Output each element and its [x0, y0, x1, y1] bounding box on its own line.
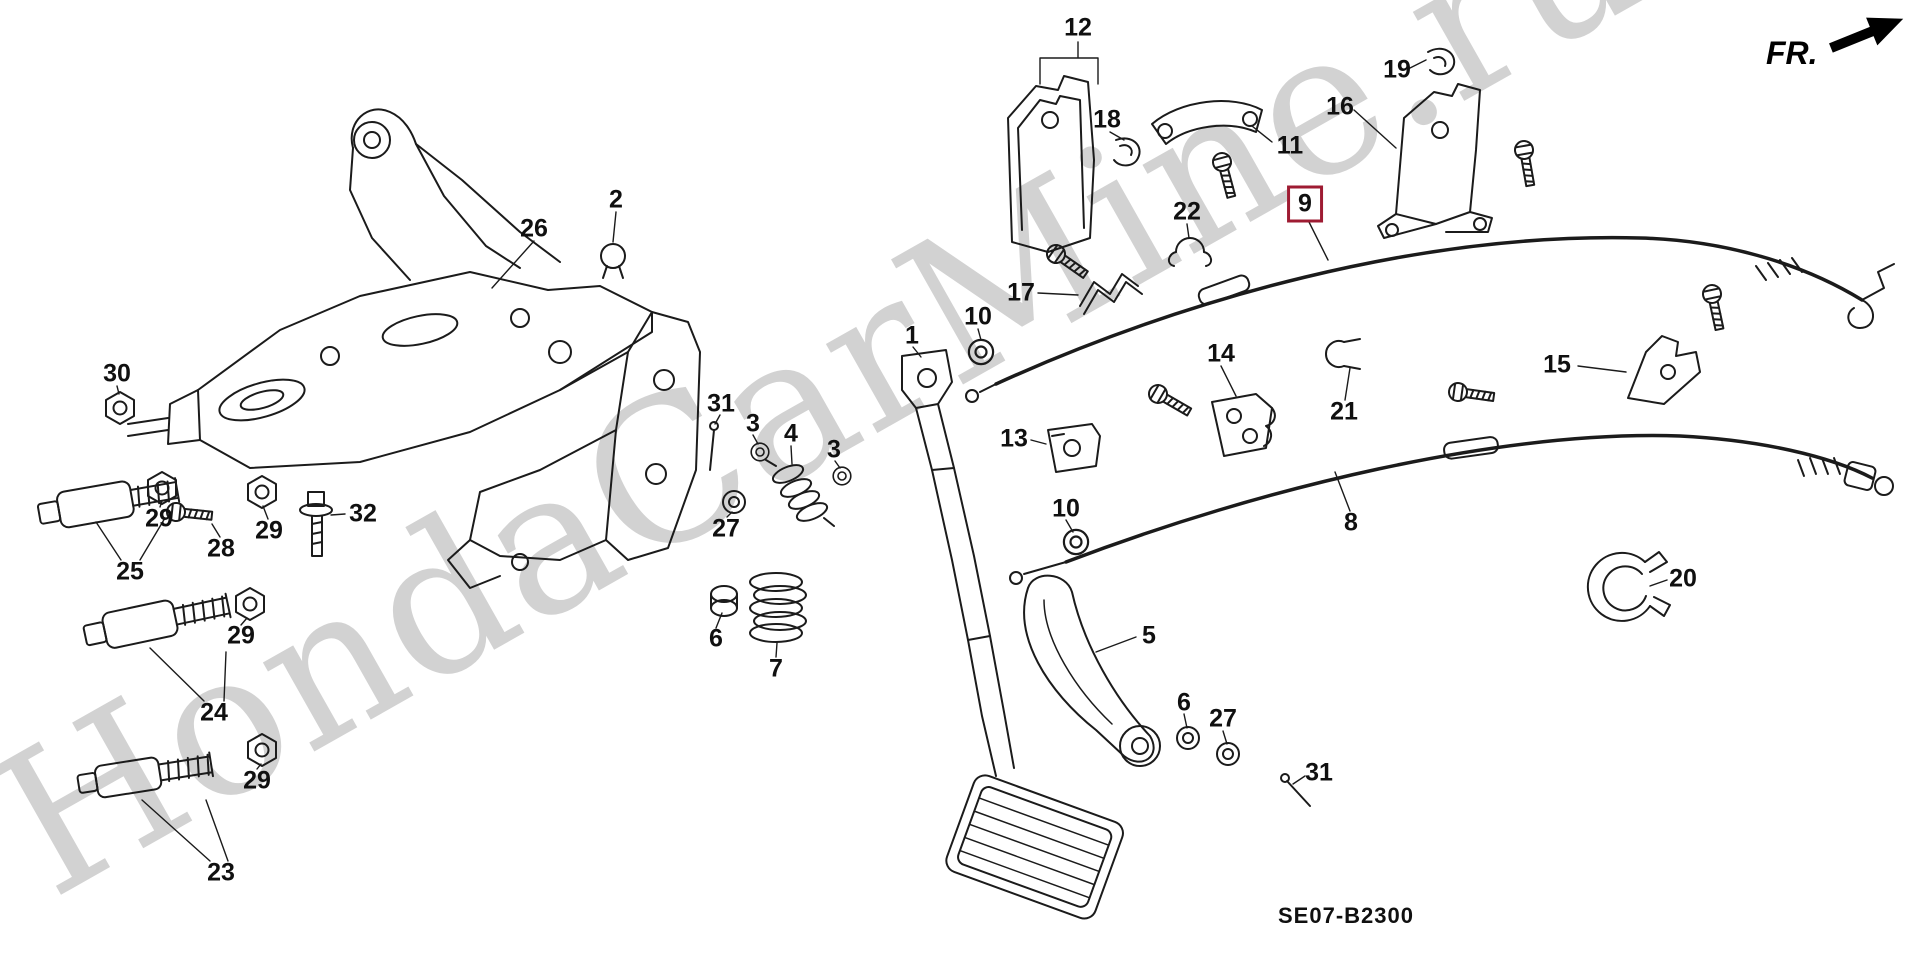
part-label-13[interactable]: 13	[1000, 424, 1028, 453]
part-16-bracket	[1377, 83, 1493, 239]
part-label-1[interactable]: 1	[905, 321, 919, 350]
part-label-6[interactable]: 6	[709, 624, 723, 653]
part-11-bracket	[1151, 100, 1263, 145]
part-label-10[interactable]: 10	[964, 302, 992, 331]
part-18-clip	[1113, 137, 1141, 167]
part-24-switch	[82, 592, 232, 649]
part-label-5[interactable]: 5	[1142, 621, 1156, 650]
part-label-8[interactable]: 8	[1344, 508, 1358, 537]
part-label-7[interactable]: 7	[769, 654, 783, 683]
part-7-spring	[749, 572, 807, 643]
part-32-bolt	[299, 491, 333, 557]
part-31-pin	[709, 421, 719, 471]
leader-lines	[95, 41, 1668, 862]
part-19-clip	[1427, 47, 1456, 76]
part-9-throttle-cable	[965, 235, 1895, 403]
part-label-25[interactable]: 25	[116, 557, 144, 586]
fr-arrow-icon	[1829, 17, 1904, 53]
fr-direction-indicator: FR.	[1764, 8, 1914, 74]
part-22-clip	[1168, 237, 1212, 267]
part-label-9-highlighted[interactable]: 9	[1287, 185, 1323, 223]
part-1-accelerator-pedal	[901, 349, 1124, 920]
part-label-3[interactable]: 3	[827, 435, 841, 464]
part-label-16[interactable]: 16	[1326, 92, 1354, 121]
fr-label: FR.	[1766, 35, 1818, 71]
part-label-28[interactable]: 28	[207, 534, 235, 563]
part-4-spring	[765, 459, 835, 527]
part-label-20[interactable]: 20	[1669, 564, 1697, 593]
part-label-31[interactable]: 31	[707, 389, 735, 418]
part-17-clamp	[1042, 240, 1143, 315]
part-2-clip	[600, 243, 626, 279]
part-26-pedal-bracket	[127, 108, 701, 589]
part-8-throttle-cable	[1009, 433, 1894, 585]
part-label-17[interactable]: 17	[1007, 278, 1035, 307]
part-label-19[interactable]: 19	[1383, 55, 1411, 84]
part-label-22[interactable]: 22	[1173, 197, 1201, 226]
part-label-24[interactable]: 24	[200, 698, 228, 727]
part-label-29[interactable]: 29	[145, 504, 173, 533]
part-label-4[interactable]: 4	[784, 419, 798, 448]
part-label-10[interactable]: 10	[1052, 494, 1080, 523]
part-label-26[interactable]: 26	[520, 214, 548, 243]
part-label-14[interactable]: 14	[1207, 339, 1235, 368]
part-6-grommet	[710, 585, 738, 617]
part-23-switch	[76, 751, 214, 799]
part-21-clip	[1325, 338, 1361, 370]
part-label-15[interactable]: 15	[1543, 350, 1571, 379]
part-label-11[interactable]: 11	[1276, 131, 1304, 160]
part-12-bracket	[1007, 75, 1095, 253]
diagram-code: SE07-B2300	[1278, 903, 1414, 928]
part-15-bracket	[1446, 335, 1701, 407]
part-25-switch	[36, 477, 181, 529]
part-label-30[interactable]: 30	[103, 359, 131, 388]
part-31-pin-right	[1280, 773, 1311, 807]
part-label-23[interactable]: 23	[207, 858, 235, 887]
part-label-12[interactable]: 12	[1064, 13, 1092, 42]
part-label-27[interactable]: 27	[712, 514, 740, 543]
part-label-6[interactable]: 6	[1177, 688, 1191, 717]
part-14-bracket	[1211, 393, 1276, 457]
part-label-31[interactable]: 31	[1305, 758, 1333, 787]
part-label-32[interactable]: 32	[349, 499, 377, 528]
part-label-21[interactable]: 21	[1330, 397, 1358, 426]
part-label-29[interactable]: 29	[255, 516, 283, 545]
part-5-pedal-arm	[1023, 574, 1161, 767]
part-20-clamp	[1586, 551, 1671, 622]
part-label-2[interactable]: 2	[609, 185, 623, 214]
part-13-bracket	[1047, 423, 1101, 473]
part-label-27[interactable]: 27	[1209, 704, 1237, 733]
part-label-18[interactable]: 18	[1093, 105, 1121, 134]
part-label-29[interactable]: 29	[243, 766, 271, 795]
part-label-29[interactable]: 29	[227, 621, 255, 650]
part-label-3[interactable]: 3	[746, 409, 760, 438]
